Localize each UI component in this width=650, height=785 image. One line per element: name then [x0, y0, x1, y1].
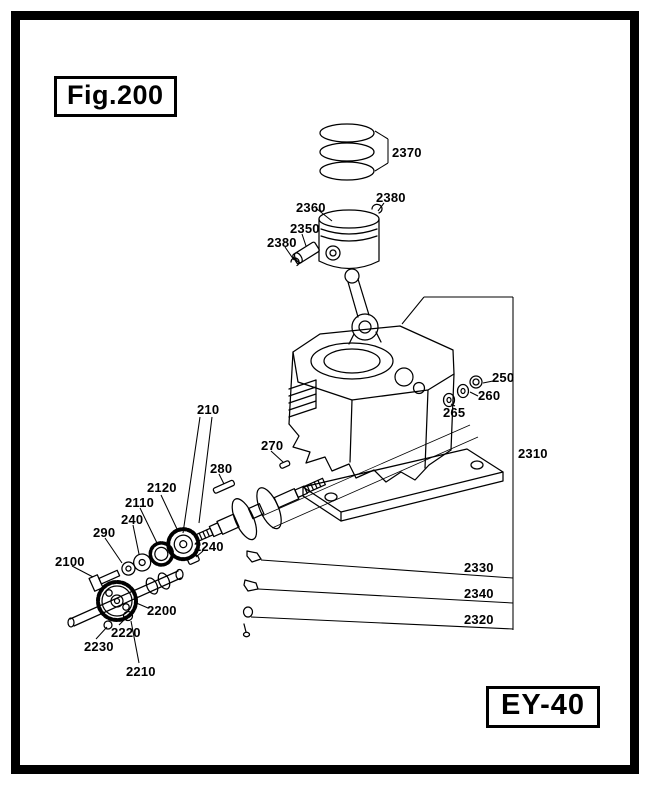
piston [318, 209, 380, 270]
piston-pin-clip-top [371, 203, 383, 214]
part-label-2380-top: 2380 [376, 190, 406, 205]
crankshaft-and-timing-gears [88, 477, 326, 592]
crankcase-cylinder-block [288, 325, 504, 522]
part-label-240: 240 [121, 512, 144, 527]
part-label-2240: 2240 [194, 539, 224, 554]
part-label-265: 265 [443, 405, 466, 420]
cam-gear-key [187, 554, 200, 565]
part-label-250: 250 [492, 370, 515, 385]
governor-linkage-parts [242, 550, 262, 638]
leader-lines [71, 130, 514, 664]
piston-pin-clip-side [290, 257, 300, 267]
part-label-2320: 2320 [464, 612, 494, 627]
part-label-2330: 2330 [464, 560, 494, 575]
part-label-2310: 2310 [518, 446, 548, 461]
part-label-2220: 2220 [111, 625, 141, 640]
part-label-270: 270 [261, 438, 284, 453]
model-code: EY-40 [501, 689, 585, 721]
part-label-2120: 2120 [147, 480, 177, 495]
woodruff-key [279, 460, 291, 469]
part-label-2360: 2360 [296, 200, 326, 215]
axis-lines [261, 424, 479, 529]
camshaft-assembly [67, 568, 184, 630]
figure-title: Fig.200 [67, 80, 164, 110]
figure-title-box: Fig.200 [54, 76, 177, 117]
connecting-rod [344, 268, 382, 345]
piston-ring-set [319, 123, 375, 181]
part-label-210: 210 [197, 402, 220, 417]
part-label-2210: 2210 [126, 664, 156, 679]
crankshaft-key [212, 479, 236, 494]
part-label-2370: 2370 [392, 145, 422, 160]
piston-pin [292, 241, 320, 265]
part-label-260: 260 [478, 388, 501, 403]
part-label-280: 280 [210, 461, 233, 476]
model-code-box: EY-40 [486, 686, 600, 728]
part-label-2340: 2340 [464, 586, 494, 601]
part-label-2200: 2200 [147, 603, 177, 618]
mount-nut-and-washers [442, 375, 483, 408]
part-label-2380-side: 2380 [267, 235, 297, 250]
part-label-2100: 2100 [55, 554, 85, 569]
part-label-2230: 2230 [84, 639, 114, 654]
part-label-290: 290 [93, 525, 116, 540]
part-label-2110: 2110 [125, 495, 155, 510]
diagram-frame [11, 11, 639, 774]
part-label-2350: 2350 [290, 221, 320, 236]
